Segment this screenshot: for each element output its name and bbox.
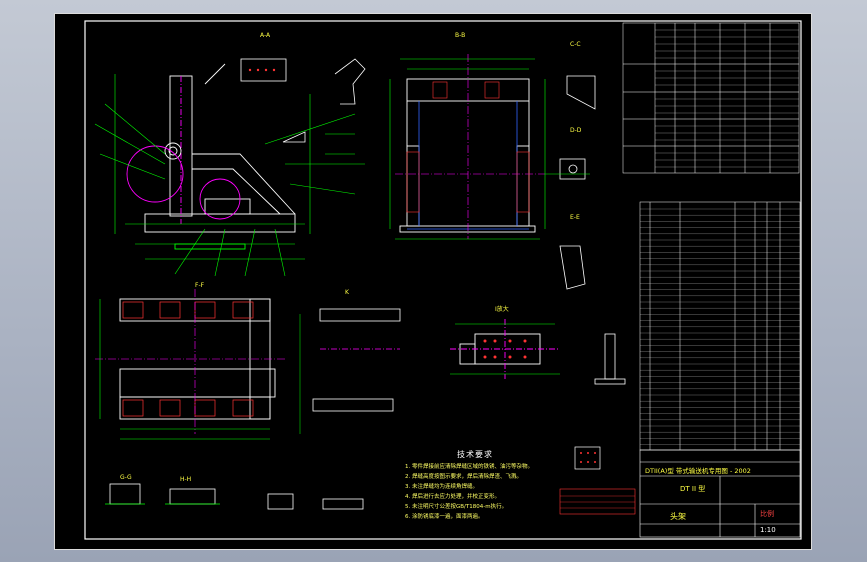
plan-view-center bbox=[95, 289, 285, 434]
view-detail-grid-dots bbox=[580, 452, 596, 463]
notes-title: 技术要求 bbox=[457, 450, 493, 459]
view-label-k: K bbox=[345, 289, 349, 296]
detail-top bbox=[240, 58, 287, 82]
main-view-dims bbox=[94, 74, 365, 277]
param-table-rows bbox=[655, 29, 799, 168]
title-block-scale: 1:10 bbox=[760, 526, 776, 534]
title-block-main-title: DTII(A)型 带式输送机专用图 - 2002 bbox=[645, 467, 751, 475]
section-bb bbox=[299, 308, 401, 434]
view-detail-grid bbox=[574, 446, 601, 470]
title-block-drawing-name: 头架 bbox=[670, 512, 686, 521]
view-label-f: F-F bbox=[195, 282, 205, 289]
view-label-c: C-C bbox=[570, 41, 581, 48]
side-view bbox=[399, 78, 536, 233]
title-block-code: DT II 型 bbox=[680, 485, 706, 493]
view-label-e: E-E bbox=[570, 214, 580, 221]
flange-bolts bbox=[483, 339, 527, 359]
view-k bbox=[267, 493, 364, 510]
detail-top-dots bbox=[248, 68, 276, 72]
cad-drawing bbox=[84, 20, 802, 540]
drawing-frame bbox=[84, 20, 802, 540]
detail-bracket bbox=[334, 58, 366, 105]
detail-angle-2 bbox=[545, 158, 590, 180]
title-block-stamp: 比例 bbox=[760, 510, 774, 518]
view-h bbox=[165, 488, 220, 505]
note-line-4: 4. 焊后进行去应力处理，并校正变形。 bbox=[405, 494, 500, 500]
note-line-3: 3. 未注焊缝均为连续角焊缝。 bbox=[405, 484, 478, 490]
weld-legend-lines bbox=[560, 495, 635, 509]
view-label-a: A-A bbox=[260, 32, 271, 39]
note-line-6: 6. 涂防锈底漆一遍，面漆两遍。 bbox=[405, 514, 484, 520]
view-label-h: H-H bbox=[180, 476, 192, 483]
side-view-center bbox=[395, 54, 545, 239]
view-g bbox=[105, 483, 145, 505]
flange-detail bbox=[450, 319, 560, 379]
main-view bbox=[126, 63, 296, 250]
drawing-sheet: 技术要求 1. 零件焊接前应清除焊缝区域的铁锈、油污等杂物。 2. 焊缝高度按图… bbox=[54, 13, 812, 550]
plan-view-dims bbox=[99, 299, 270, 440]
small-bracket bbox=[594, 333, 626, 385]
detail-angle-1 bbox=[566, 75, 596, 110]
view-label-i: I放大 bbox=[495, 306, 509, 313]
detail-angle-3 bbox=[559, 245, 586, 290]
side-view-dims bbox=[389, 58, 546, 240]
parts-list-rows bbox=[640, 208, 800, 445]
note-line-5: 5. 未注明尺寸公差按GB/T1804-m执行。 bbox=[405, 504, 508, 510]
param-table bbox=[622, 22, 800, 174]
flange-dims bbox=[450, 323, 560, 375]
view-label-b: B-B bbox=[455, 32, 466, 39]
parts-list bbox=[639, 201, 801, 451]
plan-view-pads bbox=[122, 301, 254, 417]
detail-triangle bbox=[282, 131, 306, 143]
title-block bbox=[639, 449, 801, 538]
note-line-2: 2. 焊缝高度按图示要求，焊后清除焊渣、飞溅。 bbox=[405, 474, 522, 480]
view-label-d: D-D bbox=[570, 127, 582, 134]
view-label-g: G-G bbox=[120, 474, 132, 481]
side-view-bolts bbox=[406, 81, 530, 213]
weld-legend-box bbox=[559, 488, 636, 515]
note-line-1: 1. 零件焊接前应清除焊缝区域的铁锈、油污等杂物。 bbox=[405, 464, 533, 470]
